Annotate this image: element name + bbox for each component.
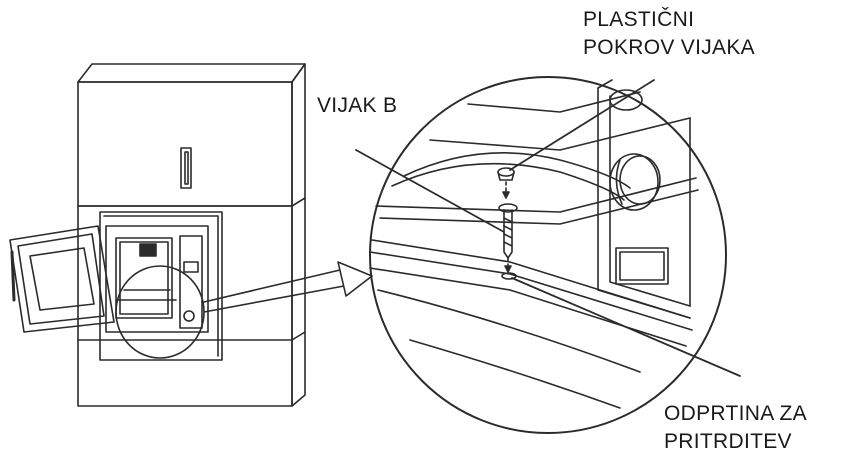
detail-magnified-circle [369,76,727,434]
label-plastic-line-2: POKROV VIJAKA [583,36,755,59]
leader-hole [511,277,741,377]
leader-lines [355,79,741,377]
label-hole-line-2: PRITRDITEV [664,430,792,453]
label-hole-line-1: ODPRTINA ZA [664,402,807,425]
leader-plastic-cover [509,79,655,171]
kitchen-cabinet [77,63,306,407]
label-screw-b: VIJAK B [317,94,398,117]
label-mounting-hole: ODPRTINA ZA PRITRDITEV [664,400,807,456]
label-plastic-screw-cover: PLASTIČNI POKROV VIJAKA [583,6,755,62]
microwave-small [9,225,209,333]
label-plastic-line-1: PLASTIČNI [583,8,695,31]
callout-arrow [203,261,373,313]
leader-screw [355,149,505,233]
